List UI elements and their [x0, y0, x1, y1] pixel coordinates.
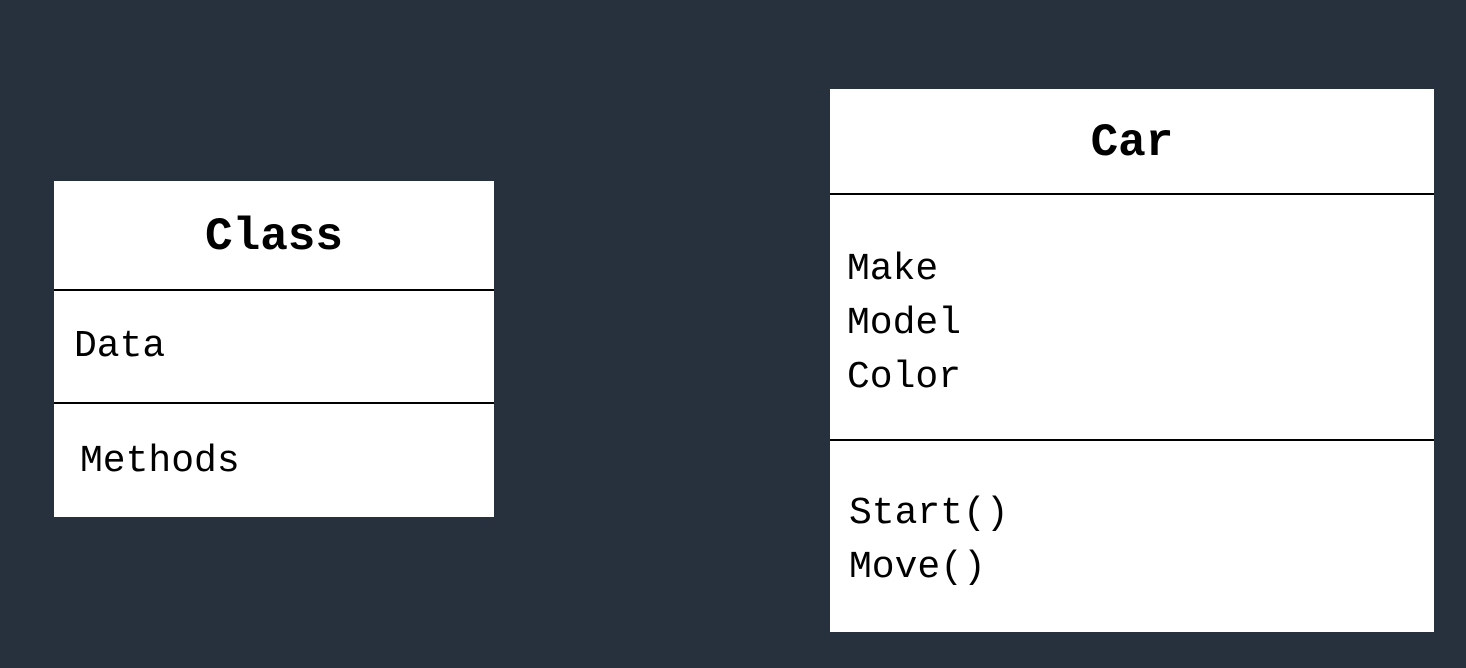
car-attribute-make: Make [847, 248, 939, 291]
class-method-methods: Methods [80, 440, 240, 483]
car-method-move: Move() [849, 546, 986, 589]
uml-class-box-car: Car Make Model Color Start() Move() [830, 89, 1434, 632]
class-attribute-data: Data [74, 325, 166, 368]
class-title: Class [54, 181, 494, 291]
car-title: Car [830, 89, 1434, 195]
car-attributes-section: Make Model Color [830, 195, 1434, 441]
car-method-start: Start() [849, 492, 1009, 535]
uml-class-box-class: Class Data Methods [54, 181, 494, 517]
class-methods-section: Methods [54, 404, 494, 517]
car-attribute-color: Color [847, 356, 962, 399]
car-attribute-model: Model [847, 302, 962, 345]
class-attributes-section: Data [54, 291, 494, 404]
car-methods-section: Start() Move() [830, 441, 1434, 632]
